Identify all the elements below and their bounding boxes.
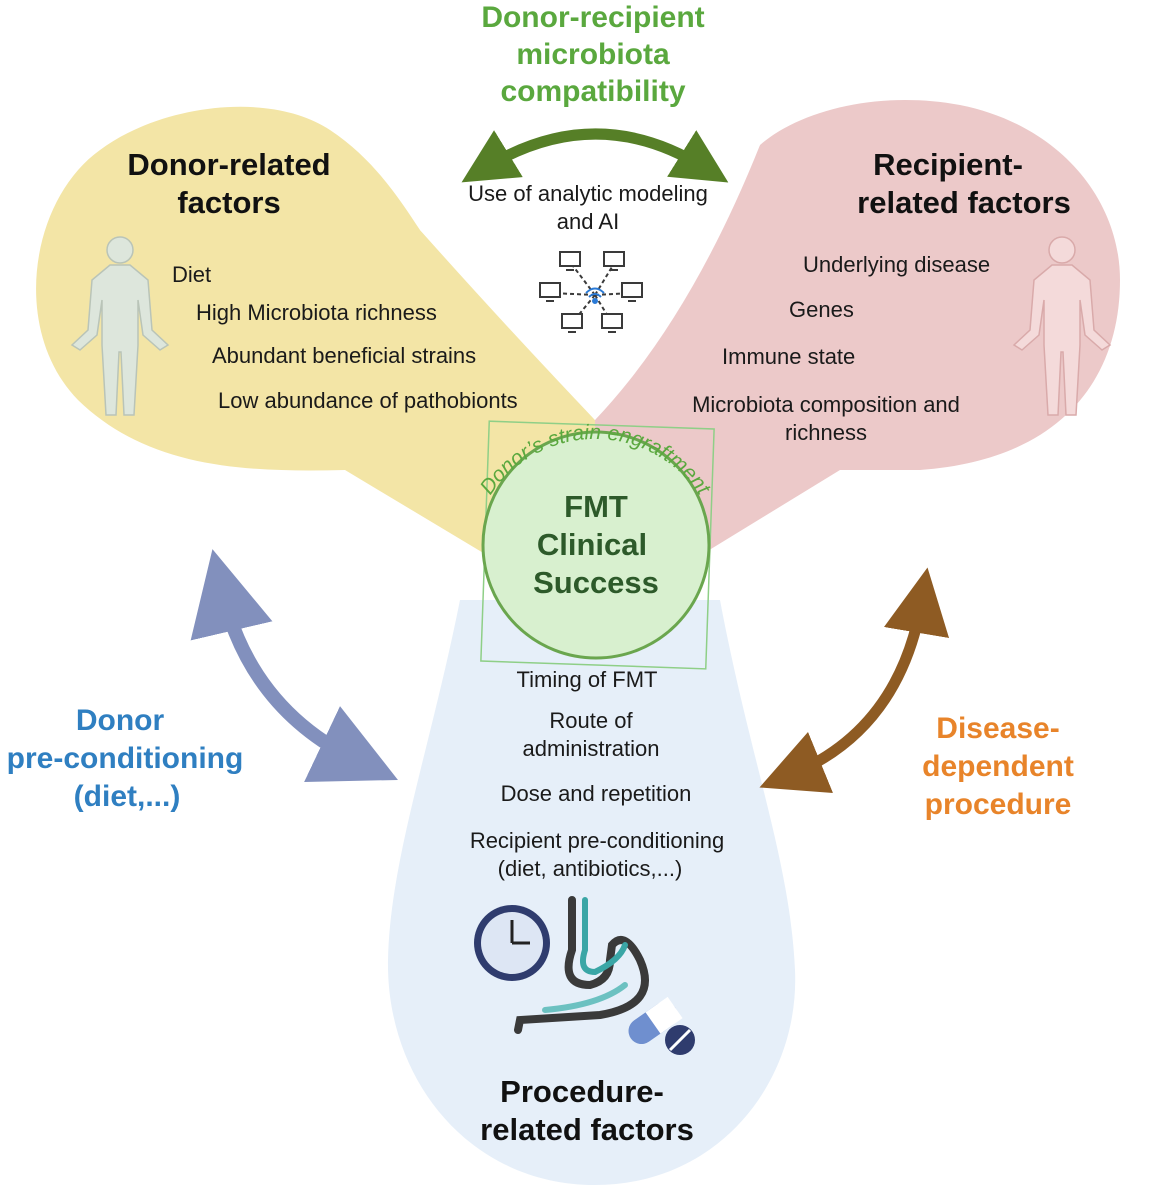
donor-lobe	[36, 106, 595, 621]
ai-label-line1: Use of analytic modeling	[468, 181, 708, 206]
donor-item: High Microbiota richness	[196, 300, 437, 325]
recipient-item-line2: richness	[785, 420, 867, 445]
donor-preconditioning-arrow	[190, 549, 398, 782]
procedure-item: Timing of FMT	[516, 667, 658, 692]
recipient-item-line1: Microbiota composition and	[692, 392, 960, 417]
donor-preconditioning-line3: (diet,...)	[73, 780, 181, 813]
compatibility-title-line3: compatibility	[500, 75, 686, 108]
procedure-item: Dose and repetition	[500, 781, 692, 806]
network-icon	[539, 251, 643, 333]
disease-procedure-line2: dependent	[922, 750, 1074, 783]
recipient-title-line2: related factors	[857, 185, 1071, 220]
donor-preconditioning-line2: pre-conditioning	[6, 742, 244, 775]
procedure-item-line1: Route of	[549, 708, 633, 733]
procedure-item-line2: (diet, antibiotics,...)	[497, 856, 683, 881]
procedure-title-line1: Procedure-	[500, 1074, 664, 1109]
clock-icon	[474, 905, 550, 981]
donor-item: Diet	[172, 262, 212, 287]
compatibility-arrow	[461, 128, 729, 183]
compatibility-title-line1: Donor-recipient	[481, 1, 705, 34]
procedure-item-line2: administration	[522, 736, 660, 761]
disease-procedure-arrow	[759, 567, 950, 794]
recipient-item: Genes	[789, 297, 854, 322]
center-label-line2: Clinical	[536, 527, 648, 562]
compatibility-title-line2: microbiota	[516, 38, 670, 71]
donor-preconditioning-line1: Donor	[75, 704, 165, 737]
donor-title-line2: factors	[177, 185, 281, 220]
recipient-item: Underlying disease	[803, 252, 991, 277]
recipient-lobe	[595, 99, 1120, 620]
donor-item: Low abundance of pathobionts	[218, 388, 518, 413]
procedure-item-line1: Recipient pre-conditioning	[469, 828, 725, 853]
donor-title-line1: Donor-related	[127, 147, 331, 182]
center-label-line1: FMT	[564, 489, 628, 524]
center-label-line3: Success	[533, 565, 659, 600]
recipient-item: Immune state	[722, 344, 856, 369]
human-figure-icon	[70, 236, 170, 416]
stomach-icon	[514, 896, 649, 1034]
center-circle	[481, 430, 711, 660]
disease-procedure-line1: Disease-	[936, 712, 1060, 745]
recipient-title-line1: Recipient-	[873, 147, 1023, 182]
pill-icon	[628, 996, 695, 1055]
donor-item: Abundant beneficial strains	[212, 343, 477, 368]
procedure-title-line2: related factors	[480, 1112, 694, 1147]
disease-procedure-line3: procedure	[924, 788, 1072, 821]
human-figure-icon	[1012, 236, 1112, 416]
ai-label-line2: and AI	[556, 209, 620, 234]
